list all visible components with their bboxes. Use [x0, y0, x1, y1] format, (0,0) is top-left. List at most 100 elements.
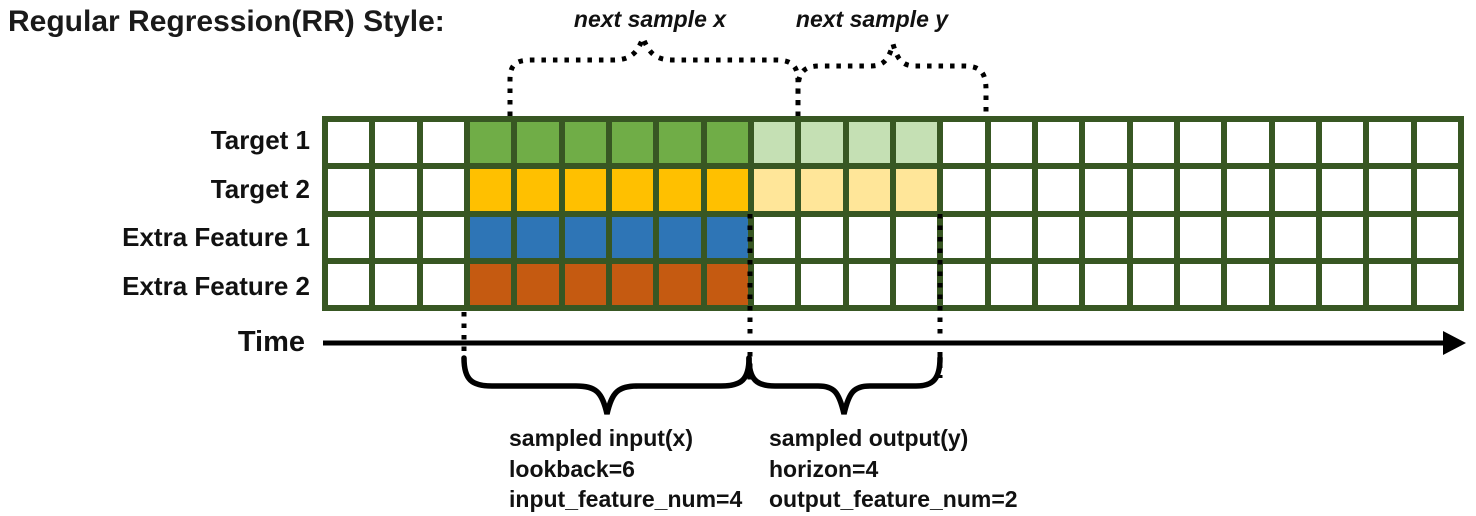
row-labels: Target 1 Target 2 Extra Feature 1 Extra … — [0, 116, 310, 311]
grid-cell — [1037, 263, 1080, 305]
grid-cell — [611, 263, 654, 305]
grid-cell — [848, 263, 890, 305]
grid-cell — [1369, 122, 1411, 164]
grid-cell — [848, 122, 890, 164]
grid-cell — [1416, 122, 1458, 164]
grid-cell — [753, 169, 796, 211]
sampled-output-line-1: sampled output(y) — [769, 425, 969, 451]
grid-cell — [1132, 263, 1174, 305]
grid-cell — [753, 216, 796, 258]
grid-cell — [422, 216, 464, 258]
grid-cell — [375, 216, 417, 258]
grid-cell — [1369, 263, 1411, 305]
sampled-input-line-1: sampled input(x) — [509, 425, 694, 451]
sampled-output-annotation: sampled output(y) horizon=4 output_featu… — [769, 423, 1018, 515]
grid-cell — [659, 122, 701, 164]
row-label-target-1: Target 1 — [210, 124, 310, 155]
grid-cell — [706, 122, 748, 164]
grid-cell — [1274, 263, 1316, 305]
grid-cell — [1227, 169, 1269, 211]
grid-cell — [659, 263, 701, 305]
grid-cell — [990, 169, 1032, 211]
grid-cell — [801, 169, 843, 211]
grid-cell — [375, 169, 417, 211]
grid-cell — [375, 263, 417, 305]
grid-cell — [753, 263, 796, 305]
grid-cell — [1132, 216, 1174, 258]
grid-cell — [1085, 263, 1127, 305]
grid-cell — [611, 216, 654, 258]
page-title: Regular Regression(RR) Style: — [8, 5, 445, 38]
row-label-extra-feature-1: Extra Feature 1 — [122, 222, 310, 253]
sampled-input-annotation: sampled input(x) lookback=6 input_featur… — [509, 423, 742, 515]
sampled-input-line-2: lookback=6 — [509, 455, 635, 482]
grid-cell — [990, 216, 1032, 258]
grid-cell — [1227, 122, 1269, 164]
grid-cell — [1037, 169, 1080, 211]
next-sample-y-brace — [795, 34, 989, 116]
time-axis-label: Time — [237, 326, 305, 358]
grid-cell — [848, 216, 890, 258]
grid-cell — [611, 122, 654, 164]
grid-cell — [328, 169, 370, 211]
grid-cell — [517, 169, 559, 211]
grid-cell — [1274, 169, 1316, 211]
grid-cell — [706, 169, 748, 211]
grid-cell — [1321, 216, 1364, 258]
grid-cell — [1037, 122, 1080, 164]
grid-cell — [1179, 169, 1222, 211]
grid-cell — [706, 263, 748, 305]
grid-cell — [564, 169, 606, 211]
grid-cell — [1321, 122, 1364, 164]
row-label-target-2: Target 2 — [210, 173, 310, 204]
grid-cell — [375, 122, 417, 164]
grid-cell — [990, 122, 1032, 164]
grid-cell — [1179, 216, 1222, 258]
grid-cell — [1085, 216, 1127, 258]
grid-cell — [943, 216, 985, 258]
grid-cell — [1037, 216, 1080, 258]
sampled-input-brace — [461, 355, 752, 415]
grid-cell — [1132, 169, 1174, 211]
grid-cell — [1227, 263, 1269, 305]
grid-cell — [517, 263, 559, 305]
grid-cell — [943, 263, 985, 305]
grid-cell — [1179, 122, 1222, 164]
grid-cell — [1369, 216, 1411, 258]
sampled-output-line-2: horizon=4 — [769, 455, 879, 482]
grid-cell — [990, 263, 1032, 305]
grid-cell — [1132, 122, 1174, 164]
next-sample-y-label: next sample y — [795, 6, 949, 32]
grid-cell — [517, 216, 559, 258]
grid-cell — [1416, 263, 1458, 305]
grid-cell — [1321, 169, 1364, 211]
grid-cell — [895, 169, 938, 211]
sampled-input-line-3: input_feature_num=4 — [509, 486, 743, 512]
grid-cell — [564, 216, 606, 258]
grid-cell — [564, 122, 606, 164]
time-axis-arrowhead — [1443, 331, 1466, 355]
grid-cell — [469, 216, 512, 258]
grid-cell — [659, 169, 701, 211]
grid-cell — [611, 169, 654, 211]
grid-cell — [1274, 216, 1316, 258]
grid-cell — [1416, 216, 1458, 258]
grid-cell — [469, 122, 512, 164]
grid-cell — [801, 263, 843, 305]
sampled-output-brace — [746, 355, 943, 415]
sampled-output-line-3: output_feature_num=2 — [769, 486, 1018, 512]
grid-cell — [895, 263, 938, 305]
grid-cell — [895, 216, 938, 258]
grid-cell — [1274, 122, 1316, 164]
grid-cell — [1179, 263, 1222, 305]
grid-cell — [564, 263, 606, 305]
sampling-grid — [322, 116, 1464, 311]
grid-cell — [1369, 169, 1411, 211]
grid-cell — [469, 169, 512, 211]
grid-cell — [659, 216, 701, 258]
grid-cell — [801, 216, 843, 258]
grid-cell — [1085, 122, 1127, 164]
grid-cell — [328, 122, 370, 164]
grid-cell — [469, 263, 512, 305]
grid-cell — [1416, 169, 1458, 211]
